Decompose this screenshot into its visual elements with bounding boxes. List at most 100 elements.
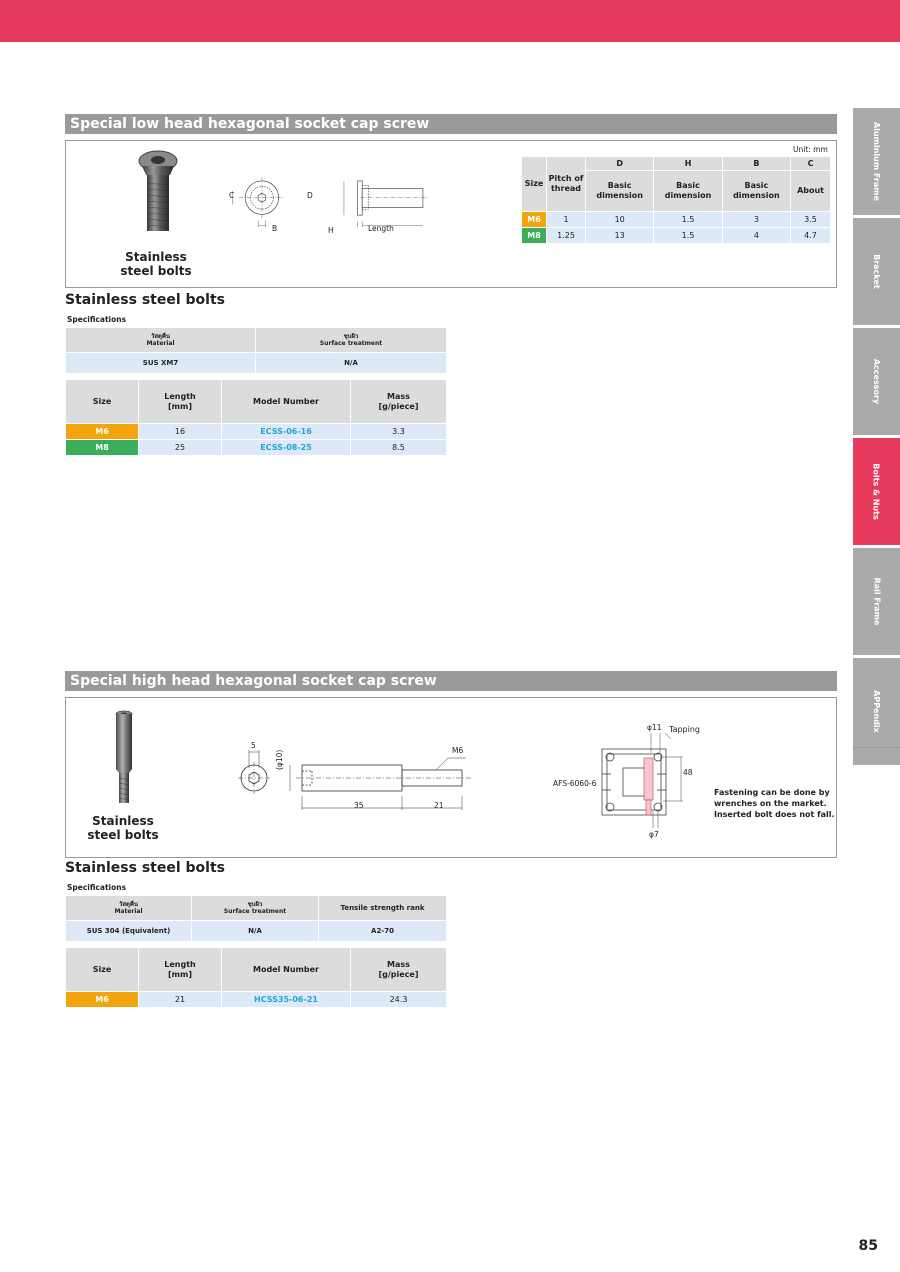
th-b-basic: Basic dimension: [722, 171, 791, 211]
dim-label-m6: M6: [452, 746, 464, 755]
cell-length: 25: [139, 440, 221, 455]
side-tab-bolts-nuts[interactable]: Bolts & Nuts: [853, 438, 900, 545]
low-head-bolt-photo: [138, 150, 178, 231]
th-material-en: Material: [114, 908, 143, 915]
cell-tensile: A2-70: [319, 921, 446, 941]
high-head-bolt-photo: [115, 710, 133, 803]
th-surface: ชุบผิว Surface treatment: [256, 328, 446, 352]
th-c: C: [791, 157, 830, 170]
th-h-basic: Basic dimension: [654, 171, 722, 211]
th-length: Length [mm]: [139, 948, 221, 991]
th-length: Length [mm]: [139, 380, 221, 423]
th-surface-thai: ชุบผิว: [343, 333, 359, 340]
th-size: Size: [66, 948, 138, 991]
product-table-1: Size Length [mm] Model Number Mass [g/pi…: [65, 379, 447, 456]
cell-d: 13: [586, 228, 654, 243]
th-tensile: Tensile strength rank: [319, 896, 446, 920]
model-link-ecss-08-25[interactable]: ECSS-08-25: [222, 440, 350, 455]
table-row: M8 1.25 13 1.5 4 4.7: [522, 228, 830, 243]
cell-b: 4: [722, 228, 791, 243]
th-size: Size: [66, 380, 138, 423]
dim-label-b: B: [272, 224, 278, 233]
size-badge-m6: M6: [66, 424, 138, 439]
cell-material: SUS XM7: [66, 353, 255, 373]
spec-label-2: Specifications: [67, 883, 127, 892]
th-surface: ชุบผิว Surface treatment: [192, 896, 318, 920]
profile-dimension-lines: [650, 733, 683, 828]
cell-h: 1.5: [654, 212, 722, 227]
spec-label-1: Specifications: [67, 315, 127, 324]
th-surface-en: Surface treatment: [223, 908, 287, 915]
model-link-ecss-06-16[interactable]: ECSS-06-16: [222, 424, 350, 439]
size-badge-m8: M8: [66, 440, 138, 455]
th-model: Model Number: [222, 380, 350, 423]
cell-length: 21: [139, 992, 221, 1007]
subheading-stainless-1: Stainless steel bolts: [65, 292, 225, 308]
dim-label-5: 5: [251, 741, 256, 750]
unit-label: Unit: mm: [793, 145, 828, 154]
section-title-high-head: Special high head hexagonal socket cap s…: [65, 671, 837, 691]
low-head-photo-caption: Stainless steel bolts: [120, 250, 192, 278]
profile-phi7: φ7: [649, 830, 659, 839]
cell-mass: 24.3: [351, 992, 446, 1007]
dim-label-length: Length: [368, 224, 394, 233]
th-mass: Mass [g/piece]: [351, 380, 446, 423]
dim-label-c: C: [229, 191, 235, 200]
th-surface-en: Surface treatment: [319, 340, 383, 347]
th-c-about: About: [791, 171, 830, 211]
dim-label-21: 21: [434, 801, 444, 810]
page-number: 85: [858, 1238, 878, 1254]
table-row: M8 25 ECSS-08-25 8.5: [66, 440, 446, 455]
table-row: M6 1 10 1.5 3 3.5: [522, 212, 830, 227]
profile-tapping: Tapping: [669, 725, 700, 734]
cell-surface: N/A: [256, 353, 446, 373]
side-tab-aluminium-frame[interactable]: Aluminium Frame: [853, 108, 900, 215]
spec-table-1: วัสดุคืน Material ชุบผิว Surface treatme…: [65, 327, 447, 374]
top-header-bar: [0, 0, 900, 42]
profile-label: AFS-6060-6: [553, 779, 597, 788]
side-tab-divider: [853, 747, 900, 748]
section-title-low-head: Special low head hexagonal socket cap sc…: [65, 114, 837, 134]
cell-material: SUS 304 (Equivalent): [66, 921, 191, 941]
dim-label-phi10: (φ10): [275, 749, 284, 770]
cell-length: 16: [139, 424, 221, 439]
th-h: H: [654, 157, 722, 170]
product-table-2: Size Length [mm] Model Number Mass [g/pi…: [65, 947, 447, 1008]
low-head-drawing: [232, 177, 428, 228]
cell-c: 4.7: [791, 228, 830, 243]
th-material: วัสดุคืน Material: [66, 896, 191, 920]
dim-label-d: D: [307, 191, 313, 200]
high-head-drawing: [238, 750, 472, 810]
side-tab-rail-frame[interactable]: Rail Frame: [853, 548, 900, 655]
cell-mass: 3.3: [351, 424, 446, 439]
dim-label-h: H: [328, 226, 334, 235]
table-row: M6 21 HCSS35-06-21 24.3: [66, 992, 446, 1007]
th-material-thai: วัสดุคืน: [150, 333, 171, 340]
cell-mass: 8.5: [351, 440, 446, 455]
cell-surface: N/A: [192, 921, 318, 941]
th-model: Model Number: [222, 948, 350, 991]
model-link-hcss35-06-21[interactable]: HCSS35-06-21: [222, 992, 350, 1007]
cell-pitch: 1.25: [547, 228, 585, 243]
side-tab-accessory[interactable]: Accessory: [853, 328, 900, 435]
dim-label-35: 35: [354, 801, 364, 810]
side-tab-appendix[interactable]: APPendix: [853, 658, 900, 765]
cell-d: 10: [586, 212, 654, 227]
th-material-thai: วัสดุคืน: [118, 901, 139, 908]
dimension-table: Size Pitch of thread D H B C Basic dimen…: [521, 156, 831, 244]
cell-h: 1.5: [654, 228, 722, 243]
cell-pitch: 1: [547, 212, 585, 227]
side-tab-bracket[interactable]: Bracket: [853, 218, 900, 325]
th-size: Size: [522, 157, 546, 211]
high-head-panel: Stainless steel bolts 5 (φ10): [65, 697, 837, 858]
profile-dim-48: 48: [683, 768, 693, 777]
cell-b: 3: [722, 212, 791, 227]
th-mass: Mass [g/piece]: [351, 948, 446, 991]
th-material-en: Material: [146, 340, 175, 347]
subheading-stainless-2: Stainless steel bolts: [65, 860, 225, 876]
th-pitch: Pitch of thread: [547, 157, 585, 211]
high-head-photo-caption: Stainless steel bolts: [87, 814, 159, 842]
th-b: B: [722, 157, 791, 170]
profile-phi11: φ11: [647, 723, 662, 732]
th-d: D: [586, 157, 654, 170]
